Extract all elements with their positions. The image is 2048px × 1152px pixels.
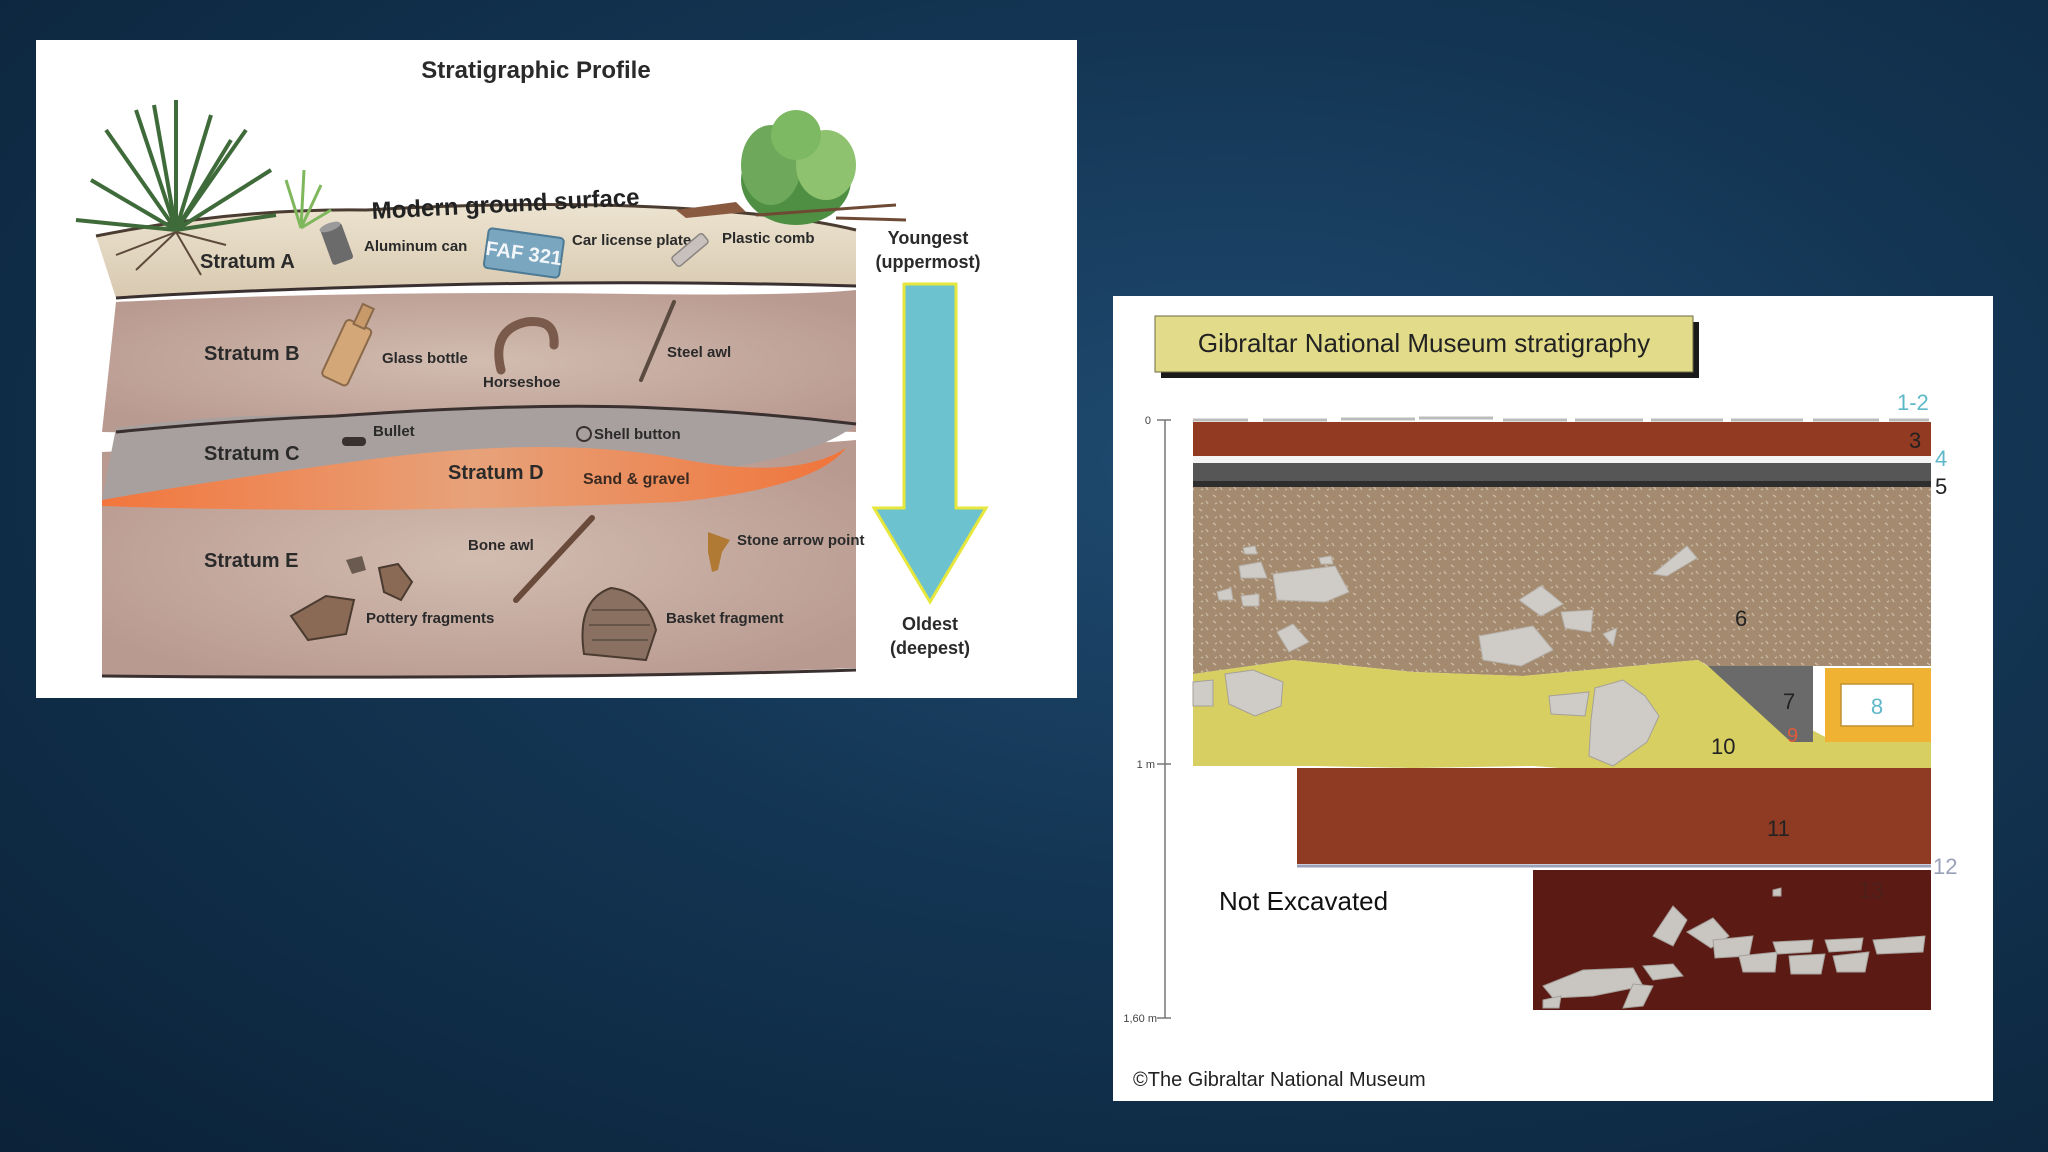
plastic-comb-icon — [671, 233, 709, 267]
bone-awl-label: Bone awl — [468, 537, 534, 554]
stratum-d-layer — [102, 447, 846, 510]
shrub-plant-right — [676, 110, 907, 225]
bullet-icon — [342, 437, 366, 446]
scale-0-label: 0 — [1145, 415, 1151, 427]
age-arrow-down — [871, 282, 989, 605]
layer-label-10: 10 — [1711, 734, 1735, 759]
stones-layer-6 — [1216, 545, 1698, 667]
steel-awl-label: Steel awl — [667, 344, 731, 361]
stratum-b-layer — [102, 290, 856, 434]
layer-label-13: 13 — [1859, 878, 1883, 903]
glass-bottle-icon — [321, 302, 376, 387]
layer-label-5: 5 — [1935, 474, 1947, 499]
stratum-a-label: Stratum A — [200, 251, 295, 273]
license-plate-label: Car license plate — [572, 232, 691, 249]
title-box — [1154, 315, 1694, 373]
license-plate-icon: FAF 321 — [482, 227, 565, 279]
stratum-e-label: Stratum E — [204, 550, 298, 572]
layer-3 — [1193, 422, 1931, 456]
aluminum-can-label: Aluminum can — [364, 238, 467, 255]
bullet-label: Bullet — [373, 423, 415, 440]
bone-awl-icon — [513, 515, 595, 603]
shell-button-icon — [576, 426, 592, 442]
grass-plant-left — [75, 100, 277, 232]
plastic-comb-label: Plastic comb — [722, 230, 815, 247]
layer-7 — [1708, 666, 1813, 742]
steel-awl-icon — [639, 300, 676, 382]
aluminum-can-icon — [319, 221, 353, 265]
layer-label-3: 3 — [1909, 428, 1921, 453]
profile-title: Stratigraphic Profile — [421, 57, 650, 84]
layer-label-1-2: 1-2 — [1897, 390, 1929, 415]
stones-layer-13 — [1542, 887, 1926, 1009]
layer-label-6: 6 — [1735, 606, 1747, 631]
layer-10 — [1193, 660, 1931, 782]
stratigraphic-profile-diagram: Stratigraphic Profile — [75, 57, 989, 679]
stones-layer-10 — [1192, 669, 1660, 767]
layer-11 — [1297, 768, 1931, 864]
layer-4 — [1193, 456, 1931, 463]
horseshoe-icon — [494, 316, 559, 375]
scale-160-label: 1,60 m — [1123, 1013, 1157, 1025]
gibraltar-stratigraphy-diagram: Gibraltar National Museum stratigraphy 0… — [1123, 315, 1957, 1091]
scale-1m-label: 1 m — [1137, 759, 1155, 771]
panel-title: Gibraltar National Museum stratigraphy — [1198, 328, 1650, 358]
layer-6 — [1193, 487, 1931, 676]
gibraltar-stratigraphy-panel: Gibraltar National Museum stratigraphy 0… — [1113, 296, 1993, 1101]
pottery-fragments-label: Pottery fragments — [366, 610, 494, 627]
glass-bottle-label: Glass bottle — [382, 350, 468, 367]
horseshoe-label: Horseshoe — [483, 374, 561, 391]
layer-label-8: 8 — [1871, 694, 1883, 719]
copyright-text: ©The Gibraltar National Museum — [1133, 1069, 1426, 1091]
layer-label-11: 11 — [1767, 816, 1790, 841]
youngest-label: Youngest — [888, 228, 969, 248]
not-excavated-label: Not Excavated — [1219, 886, 1388, 916]
stratigraphic-profile-panel: Stratigraphic Profile — [36, 40, 1077, 698]
basket-fragment-icon — [581, 586, 658, 662]
stratum-a-layer — [96, 204, 856, 298]
stratum-d-label: Stratum D — [448, 462, 544, 484]
pottery-fragments-icon — [289, 556, 414, 642]
uppermost-label: (uppermost) — [876, 252, 981, 272]
shell-button-label: Shell button — [594, 426, 681, 443]
oldest-label: Oldest — [902, 614, 958, 634]
stratum-b-label: Stratum B — [204, 343, 300, 365]
layer-label-9: 9 — [1787, 725, 1798, 747]
sand-gravel-label: Sand & gravel — [583, 471, 690, 488]
stone-arrow-point-icon — [708, 532, 730, 572]
layer-1-2-surface — [1193, 416, 1929, 422]
basket-fragment-label: Basket fragment — [666, 610, 784, 627]
layer-label-7: 7 — [1783, 689, 1795, 714]
stone-arrow-point-label: Stone arrow point — [737, 532, 865, 549]
layer-label-4: 4 — [1935, 446, 1947, 471]
layer-label-12: 12 — [1933, 854, 1957, 879]
deepest-label: (deepest) — [890, 638, 970, 658]
stratum-c-label: Stratum C — [204, 443, 300, 465]
layer-8 — [1840, 683, 1914, 727]
